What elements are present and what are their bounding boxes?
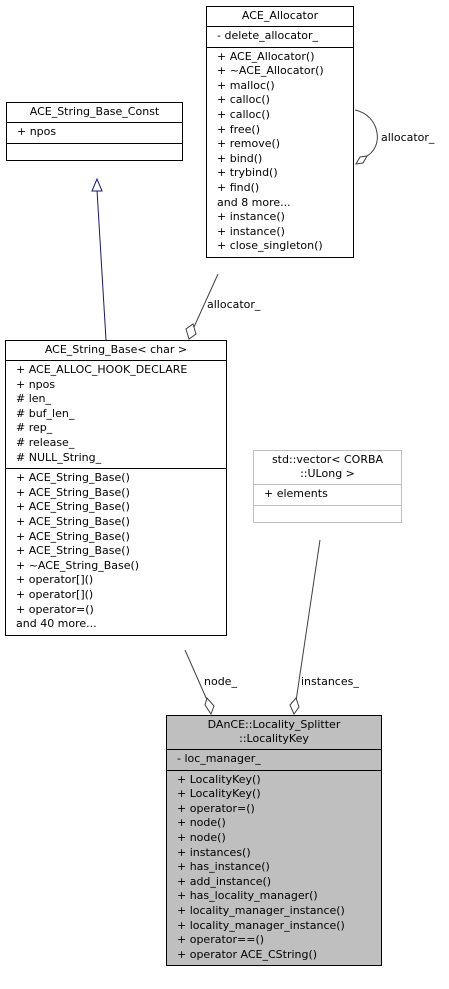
method-item: + operator==(): [177, 933, 265, 947]
method-item: + LocalityKey(): [177, 772, 261, 786]
edge-label-allocator-self: allocator_: [381, 131, 435, 144]
class-name: DAnCE::Locality_Splitter ::LocalityKey: [167, 716, 381, 750]
method-item: + locality_manager_instance(): [177, 918, 345, 932]
class-name: ACE_String_Base< char >: [6, 341, 226, 361]
method-item: + operator=(): [16, 602, 94, 616]
class-name: ACE_Allocator: [207, 7, 353, 27]
attribute-section: - delete_allocator_: [207, 27, 353, 48]
edge-label-instances: instances_: [301, 675, 359, 688]
method-item: + operator[](): [16, 573, 94, 587]
method-item: + remove(): [217, 137, 281, 151]
attribute-item: # rep_: [16, 421, 53, 435]
attribute-item: + npos: [16, 377, 56, 391]
method-item: + calloc(): [217, 93, 270, 107]
edge-label-node: node_: [204, 675, 237, 688]
class-locality-key[interactable]: DAnCE::Locality_Splitter ::LocalityKey -…: [166, 715, 382, 967]
method-item: + ACE_String_Base(): [16, 500, 130, 514]
method-item: + bind(): [217, 151, 263, 165]
method-item: + ACE_String_Base(): [16, 485, 130, 499]
method-item: + ACE_Allocator(): [217, 49, 315, 63]
aggregation-edge-self: [354, 109, 378, 158]
method-item: + trybind(): [217, 166, 278, 180]
method-item: + operator[](): [16, 587, 94, 601]
class-std-vector-corba-ulong[interactable]: std::vector< CORBA ::ULong > + elements: [253, 450, 402, 523]
attribute-item: + ACE_ALLOC_HOOK_DECLARE: [16, 363, 188, 376]
method-item: + ACE_String_Base(): [16, 529, 130, 543]
method-section: + ACE_Allocator()+ ~ACE_Allocator()+ mal…: [207, 48, 353, 257]
method-item: and 40 more...: [16, 617, 97, 631]
method-item: + has_locality_manager(): [177, 889, 318, 903]
attribute-item: + npos: [17, 125, 57, 138]
method-section: [254, 506, 401, 522]
class-name-line1: DAnCE::Locality_Splitter: [207, 718, 341, 731]
method-item: + operator=(): [177, 801, 255, 815]
aggregation-edge-instances: [295, 539, 321, 702]
method-item: + add_instance(): [177, 874, 272, 888]
method-item: + ACE_String_Base(): [16, 514, 130, 528]
method-item: and 8 more...: [217, 195, 291, 209]
attribute-section: + elements: [254, 485, 401, 506]
method-item: + instances(): [177, 845, 251, 859]
class-ace-string-base-char[interactable]: ACE_String_Base< char > + ACE_ALLOC_HOOK…: [5, 340, 227, 636]
aggregation-diamond-allocator: [185, 323, 197, 340]
attribute-item: - delete_allocator_: [217, 29, 319, 42]
attribute-item: + elements: [264, 487, 328, 500]
class-name-line2: ::LocalityKey: [239, 732, 309, 745]
class-name: ACE_String_Base_Const: [7, 103, 182, 123]
inheritance-arrowhead: [91, 177, 103, 192]
method-item: + ~ACE_Allocator(): [217, 64, 324, 78]
method-item: + LocalityKey(): [177, 787, 261, 801]
method-section: [7, 144, 182, 160]
method-item: + free(): [217, 122, 260, 136]
attribute-item: # len_: [16, 392, 52, 406]
method-section: + ACE_String_Base()+ ACE_String_Base()+ …: [6, 469, 226, 635]
class-name: std::vector< CORBA ::ULong >: [254, 451, 401, 485]
method-item: + malloc(): [217, 78, 275, 92]
method-item: + locality_manager_instance(): [177, 903, 345, 917]
attribute-item: # NULL_String_: [16, 450, 102, 464]
method-item: + ACE_String_Base(): [16, 471, 130, 485]
attribute-section: - loc_manager_: [167, 750, 381, 771]
aggregation-diamond-self: [355, 155, 368, 165]
class-ace-string-base-const[interactable]: ACE_String_Base_Const + npos: [6, 102, 183, 161]
class-ace-allocator[interactable]: ACE_Allocator - delete_allocator_ + ACE_…: [206, 6, 354, 258]
method-item: + ACE_String_Base(): [16, 544, 130, 558]
method-item: + find(): [217, 180, 260, 194]
method-item: + node(): [177, 830, 226, 844]
method-item: + has_instance(): [177, 860, 270, 874]
attribute-section: + npos: [7, 123, 182, 144]
aggregation-diamond-instances: [289, 697, 300, 716]
method-item: + instance(): [217, 224, 285, 238]
attribute-item: # buf_len_: [16, 406, 75, 420]
inheritance-edge: [96, 189, 107, 341]
attribute-item: - loc_manager_: [177, 752, 261, 765]
attribute-section: + ACE_ALLOC_HOOK_DECLARE+ npos# len_# bu…: [6, 361, 226, 470]
method-item: + ~ACE_String_Base(): [16, 558, 140, 572]
class-name-line1: std::vector< CORBA: [271, 453, 384, 466]
aggregation-diamond-node: [204, 696, 215, 716]
class-name-line2: ::ULong >: [300, 467, 355, 480]
method-item: + operator ACE_CString(): [177, 947, 318, 961]
aggregation-edge-allocator: [193, 273, 219, 328]
aggregation-edge-node: [184, 649, 208, 701]
attribute-item: # release_: [16, 435, 75, 449]
method-section: + LocalityKey()+ LocalityKey()+ operator…: [167, 771, 381, 966]
edge-label-allocator: allocator_: [207, 298, 261, 311]
method-item: + instance(): [217, 210, 285, 224]
method-item: + calloc(): [217, 107, 270, 121]
method-item: + close_singleton(): [217, 239, 323, 253]
method-item: + node(): [177, 816, 226, 830]
